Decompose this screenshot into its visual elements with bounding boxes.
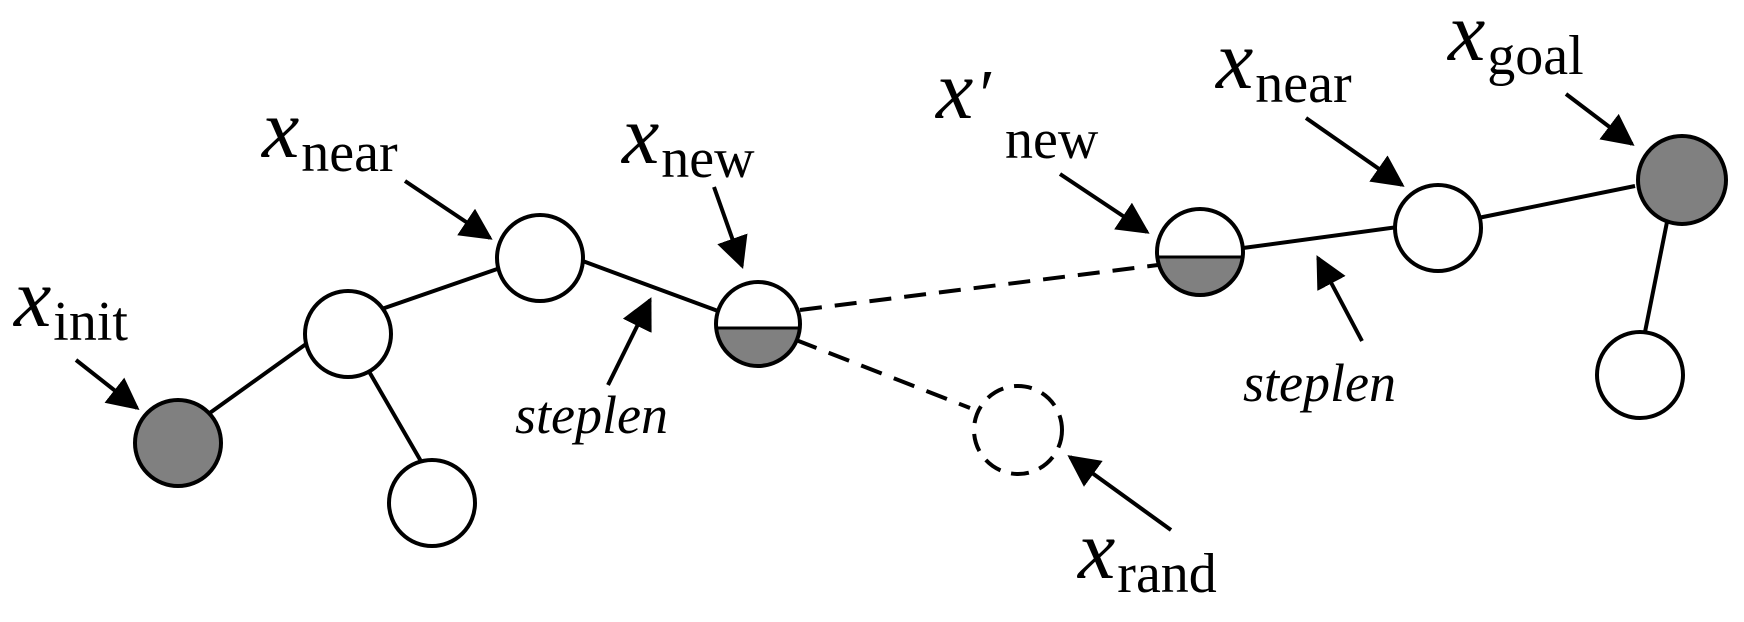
edge-newprime-near <box>1242 225 1399 250</box>
diagram-labels: xinit xnear xnew x′ new xnear xgoal xran… <box>12 0 1584 605</box>
dashed-edges <box>795 263 1159 410</box>
edge-init-node2 <box>198 332 322 422</box>
label-x-init: xinit <box>12 252 128 353</box>
node-x-init <box>133 398 223 488</box>
arrow-x-near-left <box>403 179 493 240</box>
dashed-edge-new-rand <box>795 338 971 410</box>
label-x-new-prime-main: x′ <box>934 44 992 137</box>
label-steplen-right: steplen <box>1243 353 1396 413</box>
edge-node2-leaf <box>365 366 424 465</box>
edge-goal-leaf <box>1643 221 1669 333</box>
node-tree-leaf-left <box>387 458 477 548</box>
node-tree-2 <box>303 289 393 379</box>
annotation-arrows <box>74 92 1635 532</box>
label-x-near-right: xnear <box>1214 14 1352 115</box>
label-x-new: xnew <box>620 89 755 190</box>
label-x-new-prime-sub: new <box>1005 109 1099 171</box>
node-x-near-right <box>1393 183 1483 273</box>
label-x-rand: xrand <box>1076 504 1217 605</box>
label-x-near-left: xnear <box>260 83 398 184</box>
arrow-steplen-left <box>606 297 652 386</box>
node-x-new <box>714 280 802 368</box>
label-steplen-left: steplen <box>515 385 668 445</box>
arrow-x-init <box>74 358 140 410</box>
node-x-new-prime <box>1155 207 1245 297</box>
node-tree-leaf-right <box>1595 330 1685 420</box>
node-x-rand <box>972 384 1064 476</box>
arrow-steplen-right <box>1316 255 1364 342</box>
tree-nodes <box>133 134 1728 548</box>
arrow-x-near-right <box>1304 116 1405 187</box>
edge-near-goal <box>1477 184 1636 220</box>
arrow-x-new <box>712 186 748 270</box>
label-x-goal: xgoal <box>1446 0 1584 87</box>
arrow-x-rand <box>1067 455 1173 532</box>
node-x-goal <box>1636 134 1728 226</box>
arrow-x-new-prime <box>1058 172 1150 234</box>
arrow-x-goal <box>1564 92 1635 146</box>
edge-near-new <box>579 258 719 313</box>
dashed-edge-new-newprime <box>799 263 1159 312</box>
node-x-near-left <box>495 213 585 303</box>
